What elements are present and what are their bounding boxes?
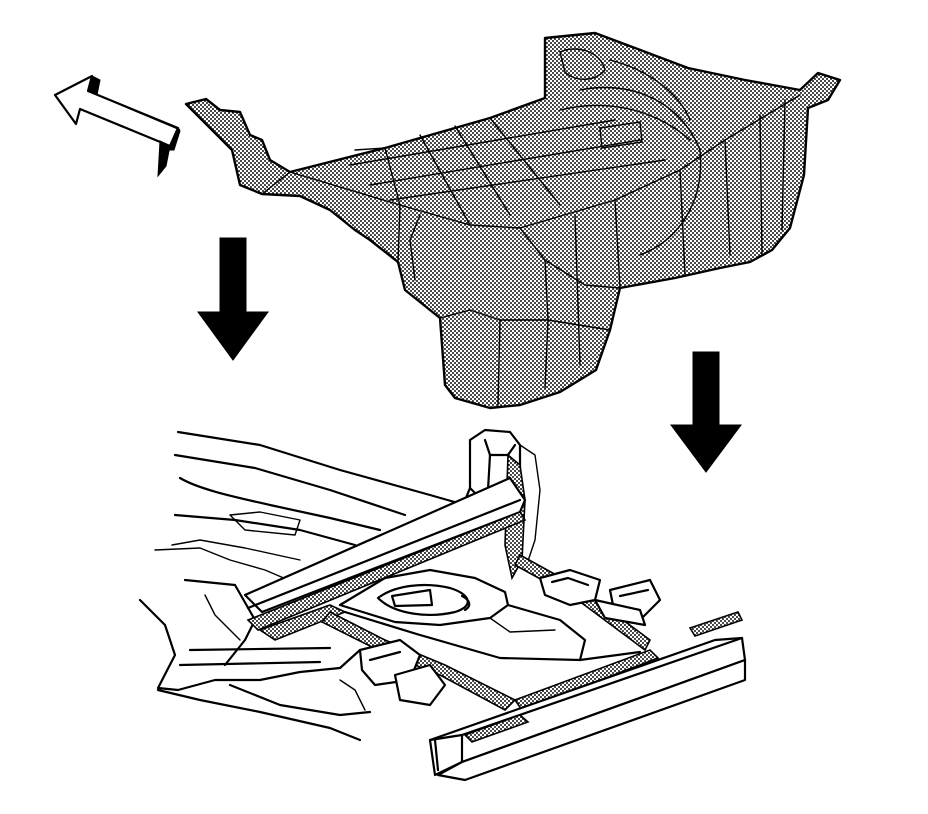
forward-direction-arrow-icon	[53, 74, 181, 178]
rear-floor-pan-panel	[184, 31, 842, 410]
install-arrow-right-icon	[670, 351, 742, 473]
install-arrow-left-icon	[197, 237, 269, 361]
rear-frame-rails	[138, 428, 747, 782]
